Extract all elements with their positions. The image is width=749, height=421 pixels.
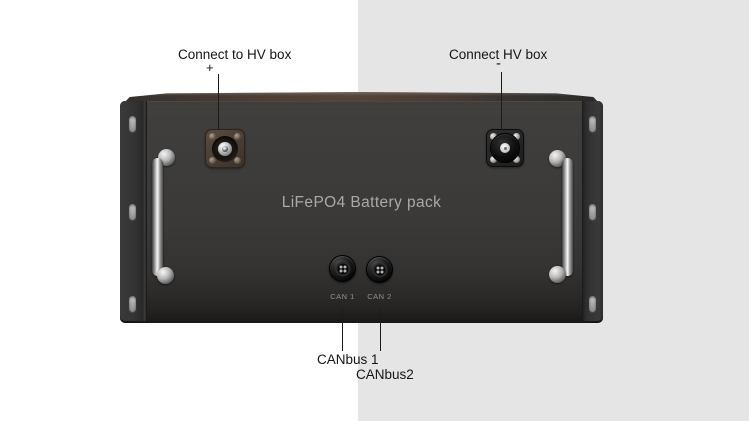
hv-connector-positive <box>205 129 245 168</box>
screw-icon <box>234 157 241 164</box>
mounting-slot <box>129 296 136 312</box>
handle-mount <box>549 150 566 167</box>
can-pin <box>343 269 346 272</box>
mounting-flange-left <box>120 101 147 321</box>
can-pin <box>339 265 342 268</box>
mounting-flange-right <box>582 101 603 321</box>
connector-pin <box>218 141 232 156</box>
callout-line-hv-negative <box>501 72 502 130</box>
screw-icon <box>209 157 216 164</box>
can-socket <box>372 262 387 277</box>
battery-top-surface <box>124 92 599 103</box>
callout-line-hv-positive <box>218 74 219 130</box>
mounting-slot <box>129 204 136 220</box>
can-socket <box>335 261 350 276</box>
callout-canbus2-label: CANbus2 <box>356 367 414 382</box>
handle-mount <box>549 266 566 283</box>
polarity-plus-sign: + <box>206 60 214 75</box>
can-port-1 <box>329 255 356 282</box>
can-pin <box>380 266 383 269</box>
battery-front-panel <box>120 101 603 323</box>
can-pin <box>380 270 383 273</box>
callout-line-canbus2 <box>380 310 381 351</box>
battery-pack: LiFePO4 Battery pack CAN 1 CAN 2 <box>120 92 603 323</box>
screw-icon <box>513 133 520 140</box>
handle-mount <box>157 267 174 284</box>
can-pin <box>343 265 346 268</box>
polarity-minus-sign: - <box>496 55 501 72</box>
callout-canbus1-label: CANbus 1 <box>317 352 379 367</box>
handle-grip <box>562 158 573 276</box>
can-port-2 <box>366 256 393 283</box>
screw-icon <box>234 133 241 140</box>
screw-icon <box>513 156 520 163</box>
callout-hv-negative-label: Connect HV box <box>449 47 548 62</box>
connector-pin <box>500 143 510 153</box>
can-port-1-label: CAN 1 <box>330 292 355 301</box>
mounting-slot <box>589 116 596 132</box>
screw-icon <box>209 133 216 140</box>
mounting-slot <box>589 296 596 312</box>
callout-line-canbus1 <box>342 309 343 351</box>
battery-title: LiFePO4 Battery pack <box>281 194 442 211</box>
handle-left <box>150 148 180 288</box>
can-pin <box>376 266 379 269</box>
can-pin <box>376 270 379 273</box>
handle-grip <box>152 158 163 276</box>
can-port-2-label: CAN 2 <box>367 292 392 301</box>
mounting-slot <box>589 204 596 220</box>
screw-icon <box>490 156 497 163</box>
handle-right <box>545 148 575 288</box>
mounting-slot <box>129 116 136 132</box>
hv-connector-negative <box>486 129 524 167</box>
callout-hv-positive-label: Connect to HV box <box>178 47 292 62</box>
can-pin <box>339 269 342 272</box>
